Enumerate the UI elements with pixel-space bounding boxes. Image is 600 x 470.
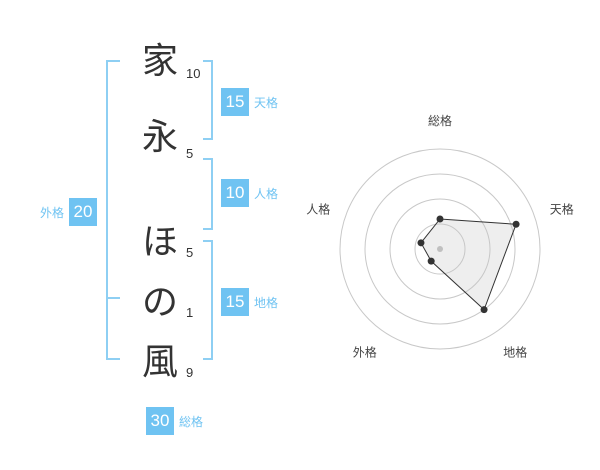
radar-point-1 — [436, 215, 444, 223]
jinkaku-badge: 10 人格 — [221, 179, 278, 207]
radar-point-2 — [512, 220, 520, 228]
radar-grid-ring-1 — [414, 223, 466, 275]
radar-axis-label-5: 人格 — [306, 201, 330, 216]
jinkaku-value: 10 — [221, 179, 249, 207]
chikaku-bracket — [203, 240, 213, 360]
radar-grid-ring-2 — [389, 198, 491, 300]
name-char-4: の — [141, 282, 178, 323]
radar-point-5 — [417, 239, 425, 247]
name-char-5: 風 — [141, 342, 178, 383]
gaikaku-bracket-tick — [106, 297, 120, 299]
radar-grid-ring-4 — [339, 148, 541, 350]
radar-grid-ring-3 — [364, 173, 516, 325]
gaikaku-value: 20 — [69, 198, 98, 226]
radar-axis-label-1: 総格 — [428, 113, 452, 128]
tenkaku-bracket — [203, 60, 213, 140]
tenkaku-badge: 15 天格 — [221, 88, 278, 116]
tenkaku-value: 15 — [221, 88, 249, 116]
stroke-count-2: 5 — [186, 146, 194, 161]
radar-axis-label-3: 地格 — [503, 345, 527, 360]
chikaku-value: 15 — [221, 288, 249, 316]
radar-axis-label-2: 天格 — [550, 201, 574, 216]
soukaku-badge: 30 総格 — [146, 407, 203, 435]
radar-point-3 — [480, 306, 488, 314]
name-char-1: 家 — [141, 41, 178, 82]
radar-axis-label-4: 外格 — [353, 345, 377, 360]
gaikaku-badge: 20 外格 — [40, 198, 98, 226]
soukaku-label: 総格 — [179, 414, 204, 429]
gaikaku-bracket — [106, 60, 120, 360]
radar-point-4 — [427, 257, 435, 265]
gaikaku-label: 外格 — [40, 205, 65, 220]
chikaku-label: 地格 — [254, 295, 279, 310]
stroke-count-3: 5 — [186, 245, 194, 260]
soukaku-value: 30 — [146, 407, 174, 435]
tenkaku-label: 天格 — [254, 95, 279, 110]
radar-center-dot — [437, 246, 443, 252]
chikaku-badge: 15 地格 — [221, 288, 278, 316]
name-char-3: ほ — [141, 222, 178, 263]
stroke-count-4: 1 — [186, 305, 194, 320]
radar-data-polygon — [420, 218, 517, 311]
jinkaku-label: 人格 — [254, 186, 279, 201]
stroke-count-1: 10 — [186, 66, 201, 81]
stroke-count-5: 9 — [186, 365, 194, 380]
jinkaku-bracket — [203, 158, 213, 230]
name-char-2: 永 — [141, 117, 178, 158]
